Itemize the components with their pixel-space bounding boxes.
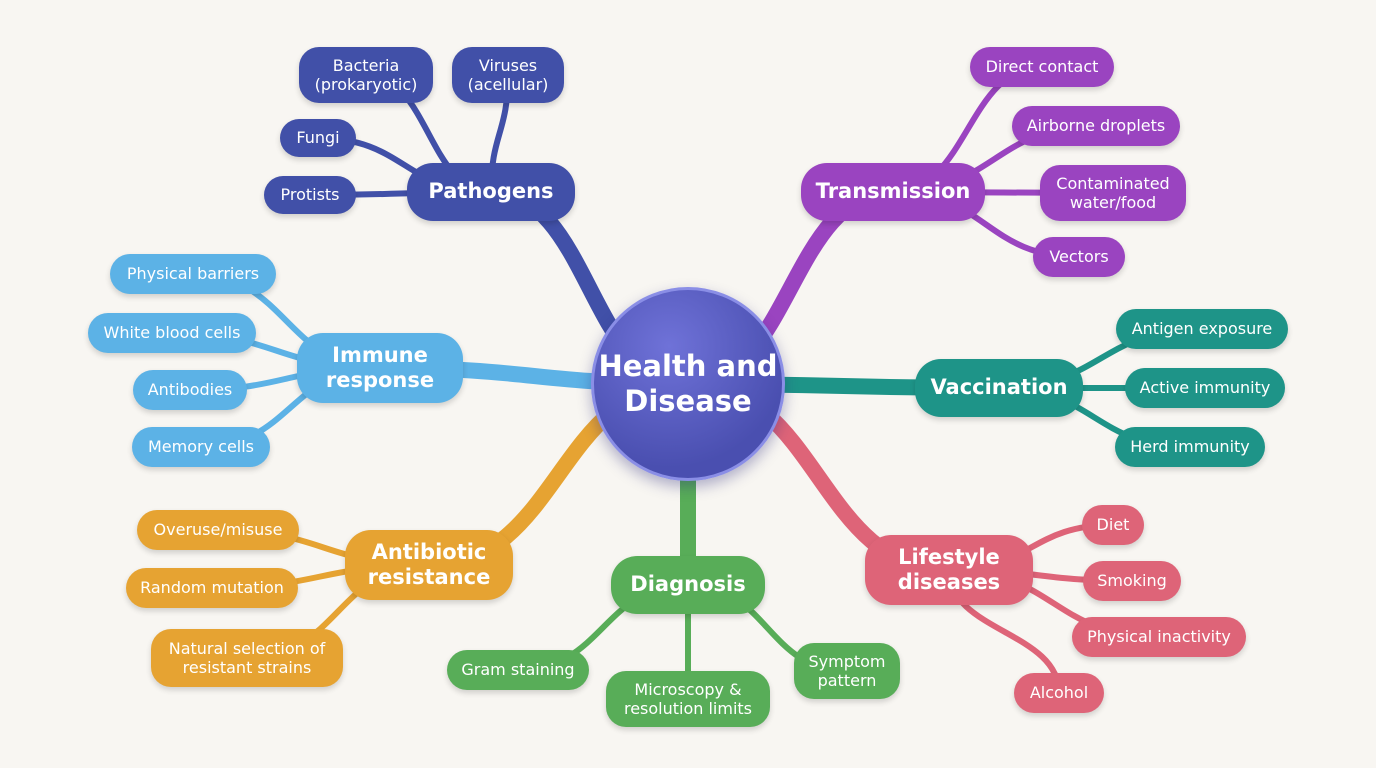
transmission-node[interactable]: Transmission (801, 163, 985, 221)
diet-node[interactable]: Diet (1082, 505, 1144, 545)
pathogens-node[interactable]: Pathogens (407, 163, 575, 221)
symptom-pattern-node[interactable]: Symptom pattern (794, 643, 900, 699)
lifestyle-diseases-node[interactable]: Lifestyle diseases (865, 535, 1033, 605)
gram-staining-node[interactable]: Gram staining (447, 650, 589, 690)
antibodies-node[interactable]: Antibodies (133, 370, 247, 410)
active-immunity-node[interactable]: Active immunity (1125, 368, 1285, 408)
bacteria-node[interactable]: Bacteria (prokaryotic) (299, 47, 433, 103)
diagnosis-node[interactable]: Diagnosis (611, 556, 765, 614)
physical-barriers-node[interactable]: Physical barriers (110, 254, 276, 294)
natural-selection-node[interactable]: Natural selection of resistant strains (151, 629, 343, 687)
alcohol-node[interactable]: Alcohol (1014, 673, 1104, 713)
vaccination-node[interactable]: Vaccination (915, 359, 1083, 417)
physical-inactivity-node[interactable]: Physical inactivity (1072, 617, 1246, 657)
center-node[interactable]: Health and Disease (591, 287, 785, 481)
memory-cells-node[interactable]: Memory cells (132, 427, 270, 467)
antibiotic-resistance-node[interactable]: Antibiotic resistance (345, 530, 513, 600)
contaminated-water-food-node[interactable]: Contaminated water/food (1040, 165, 1186, 221)
fungi-node[interactable]: Fungi (280, 119, 356, 157)
airborne-droplets-node[interactable]: Airborne droplets (1012, 106, 1180, 146)
protists-node[interactable]: Protists (264, 176, 356, 214)
herd-immunity-node[interactable]: Herd immunity (1115, 427, 1265, 467)
smoking-node[interactable]: Smoking (1083, 561, 1181, 601)
overuse-misuse-node[interactable]: Overuse/misuse (137, 510, 299, 550)
direct-contact-node[interactable]: Direct contact (970, 47, 1114, 87)
viruses-node[interactable]: Viruses (acellular) (452, 47, 564, 103)
immune-response-node[interactable]: Immune response (297, 333, 463, 403)
antigen-exposure-node[interactable]: Antigen exposure (1116, 309, 1288, 349)
white-blood-cells-node[interactable]: White blood cells (88, 313, 256, 353)
microscopy-node[interactable]: Microscopy & resolution limits (606, 671, 770, 727)
random-mutation-node[interactable]: Random mutation (126, 568, 298, 608)
vectors-node[interactable]: Vectors (1033, 237, 1125, 277)
